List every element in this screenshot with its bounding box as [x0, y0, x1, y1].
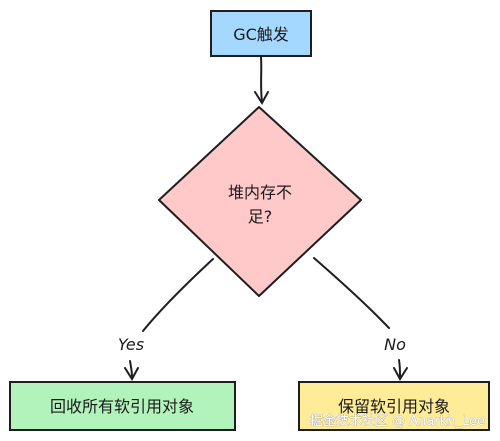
decision-label-line2: 足? [248, 207, 273, 226]
decision-diamond [158, 106, 362, 297]
yes-label: Yes [118, 335, 144, 354]
reclaim-all-soft-references-node: 回收所有软引用对象 [9, 381, 236, 431]
gc-trigger-node: GC触发 [210, 10, 312, 57]
keep-box [298, 381, 490, 431]
gc-trigger-box [210, 10, 312, 57]
watermark-text: 掘金技术社区 @ Anarkh_Lee [310, 413, 485, 429]
decision-label-line1: 堆内存不 [228, 183, 292, 202]
arrow-yes [124, 258, 214, 381]
no-label: No [384, 335, 406, 354]
arrow-no [313, 257, 408, 381]
keep-soft-references-node: 保留软引用对象 [298, 381, 490, 431]
arrow-start-to-decision [254, 56, 269, 105]
gc-trigger-label: GC触发 [233, 25, 289, 44]
keep-label: 保留软引用对象 [338, 397, 450, 416]
heap-insufficient-decision: 堆内存不 足? [158, 106, 362, 297]
reclaim-label: 回收所有软引用对象 [50, 397, 194, 416]
reclaim-box [9, 381, 236, 431]
